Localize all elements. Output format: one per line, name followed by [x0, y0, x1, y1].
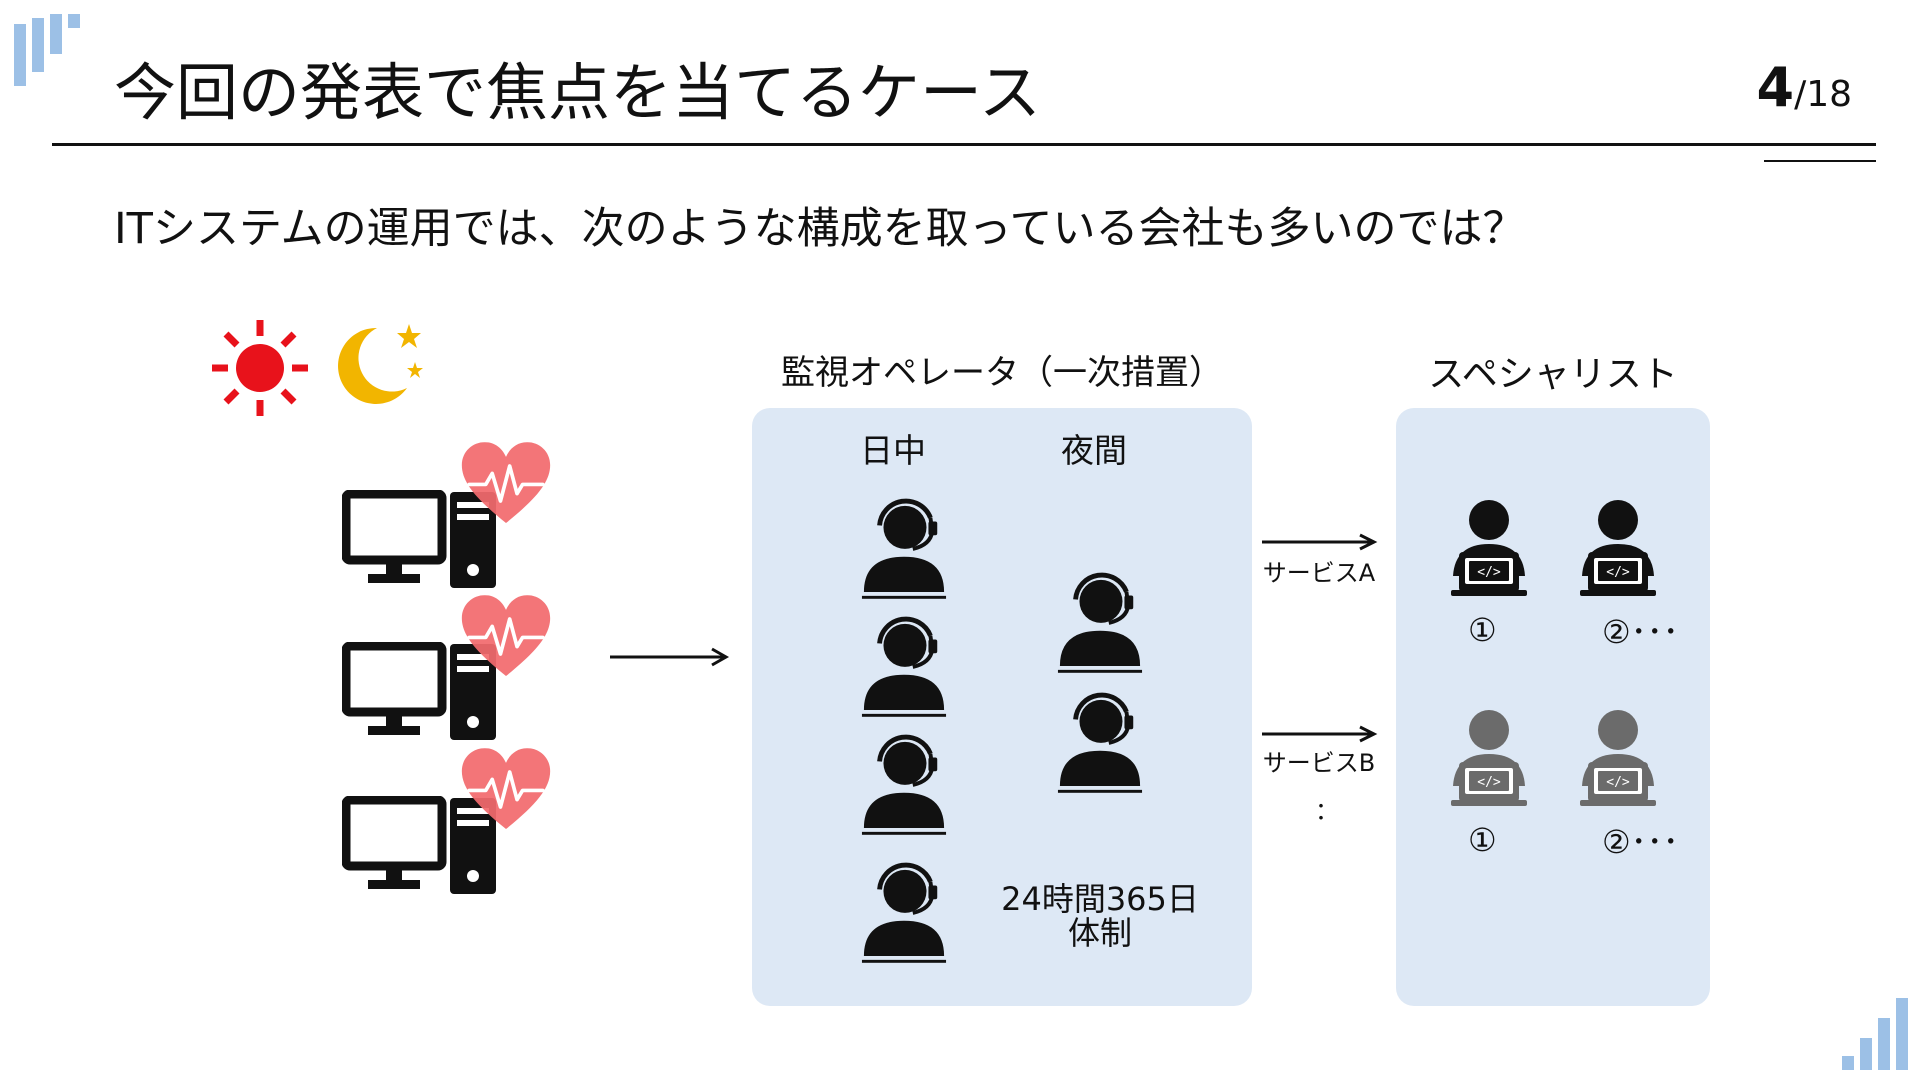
day-operator-icon	[860, 728, 948, 836]
day-operator-icon	[860, 856, 948, 964]
logo-top-left-icon	[14, 14, 80, 86]
night-label: 夜間	[1061, 431, 1127, 470]
heart-monitor-icon	[460, 595, 552, 678]
page-title: 今回の発表で焦点を当てるケース	[114, 56, 1041, 129]
specialist-a-icon	[1447, 498, 1531, 598]
coverage-note: 24時間365日 体制	[980, 882, 1220, 950]
heart-monitor-icon	[460, 748, 552, 831]
heart-monitor-icon	[460, 442, 552, 525]
specialist-a-number-1: ①	[1468, 611, 1497, 649]
day-operator-icon	[860, 610, 948, 718]
page-total: /18	[1794, 74, 1852, 115]
specialist-b-number-1: ①	[1468, 821, 1497, 859]
specialist-b-icon	[1447, 708, 1531, 808]
title-rule-short	[1764, 160, 1876, 162]
page-number: 4/18	[1756, 58, 1852, 131]
day-operator-icon	[860, 492, 948, 600]
specialist-b-icon	[1576, 708, 1660, 808]
night-operator-icon	[1056, 686, 1144, 794]
specialists-panel	[1396, 408, 1710, 1006]
arrow-service-b-icon	[1262, 725, 1378, 743]
specialist-b-number-2: ②･･･	[1602, 823, 1679, 861]
specialist-a-number-2: ②･･･	[1602, 613, 1679, 651]
arrow-service-a-icon	[1262, 533, 1378, 551]
coverage-note-line2: 体制	[1067, 914, 1132, 952]
service-a-label: サービスA	[1262, 559, 1376, 587]
page-current: 4	[1756, 56, 1795, 119]
service-b-label: サービスB	[1262, 749, 1376, 777]
sun-icon	[212, 320, 308, 416]
specialists-title: スペシャリスト	[1428, 354, 1678, 395]
logo-bottom-right-icon	[1842, 998, 1908, 1070]
operators-panel	[752, 408, 1252, 1006]
day-label: 日中	[860, 431, 926, 470]
moon-icon	[338, 324, 423, 404]
slide-subtitle: ITシステムの運用では、次のような構成を取っている会社も多いのでは？	[114, 204, 1526, 254]
title-rule	[52, 143, 1876, 146]
night-operator-icon	[1056, 566, 1144, 674]
operators-title: 監視オペレータ（一次措置）	[781, 353, 1223, 393]
more-services-ellipsis: ：	[1315, 797, 1339, 825]
coverage-note-line1: 24時間365日	[1001, 880, 1199, 918]
arrow-icon	[610, 647, 730, 667]
specialist-a-icon	[1576, 498, 1660, 598]
